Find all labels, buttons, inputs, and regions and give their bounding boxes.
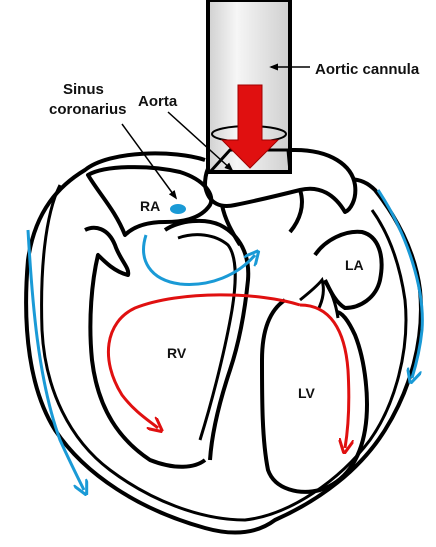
label-ra: RA bbox=[140, 198, 160, 214]
label-rv: RV bbox=[167, 345, 187, 361]
label-sinus-line2: coronarius bbox=[49, 101, 127, 118]
septum-inner bbox=[178, 235, 235, 440]
label-lv: LV bbox=[298, 385, 316, 401]
interventricular-septum bbox=[165, 221, 248, 460]
mitral-leaflets bbox=[300, 280, 338, 318]
pointer-sinus-coronarius bbox=[122, 124, 176, 198]
red-flow-arrow-lv bbox=[300, 305, 349, 448]
label-sinus-line1: Sinus bbox=[63, 81, 104, 98]
label-aortic-cannula: Aortic cannula bbox=[315, 61, 420, 78]
sinus-coronarius-dot bbox=[170, 204, 186, 214]
blue-flow-arrow-left-outside bbox=[28, 230, 84, 490]
label-la: LA bbox=[345, 257, 364, 273]
label-aorta: Aorta bbox=[138, 93, 178, 110]
